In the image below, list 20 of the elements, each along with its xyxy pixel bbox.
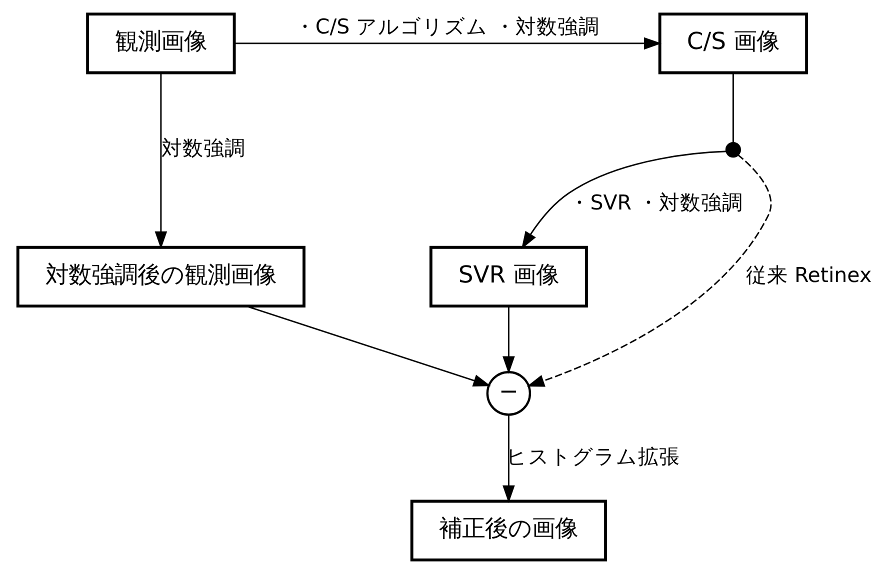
arrow — [526, 154, 772, 387]
node-box: 補正後の画像 — [410, 500, 606, 562]
node-box: 対数強調後の観測画像 — [16, 246, 305, 308]
edge-label: ・C/S アルゴリズム ・対数強調 — [294, 14, 600, 38]
arrow — [502, 414, 514, 503]
node-dot — [724, 142, 740, 158]
arrow — [234, 37, 662, 50]
node-circle: − — [486, 371, 531, 416]
edge-label: 対数強調 — [160, 136, 245, 160]
node-box: SVR 画像 — [428, 246, 588, 308]
node-box: C/S 画像 — [658, 12, 808, 74]
arrow — [246, 305, 490, 386]
edge-label: ・SVR ・対数強調 — [568, 190, 743, 215]
connector — [732, 73, 734, 144]
arrow — [154, 73, 167, 249]
edge-label: 従来 Retinex — [745, 263, 872, 288]
node-box: 観測画像 — [86, 12, 236, 74]
edge-label: ヒストグラム拡張 — [506, 444, 680, 468]
arrow — [502, 306, 514, 374]
arrow — [520, 150, 726, 250]
